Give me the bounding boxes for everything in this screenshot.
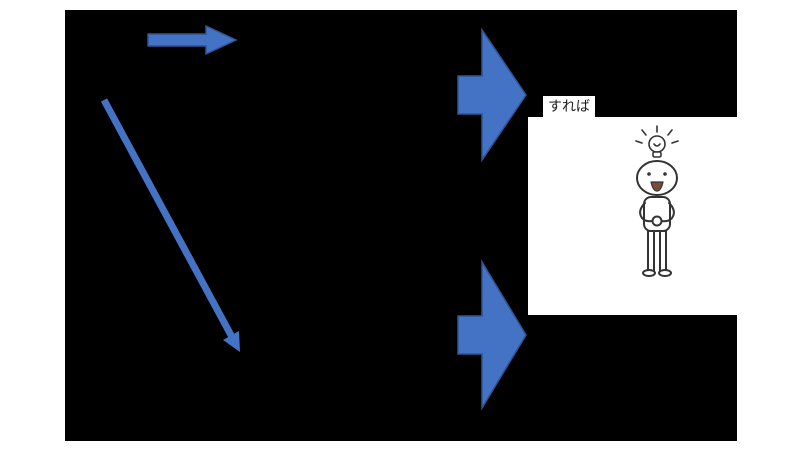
left-foot <box>642 269 656 277</box>
left-arm <box>639 202 654 223</box>
open-mouth <box>650 181 664 192</box>
partial-caption-text: すれば <box>543 96 595 118</box>
person-with-lightbulb-illustration <box>635 125 679 277</box>
idea-image-box <box>528 117 739 315</box>
block-arrow-top <box>457 27 527 163</box>
right-foot <box>658 269 672 277</box>
block-arrow-bottom <box>457 259 527 411</box>
head <box>636 160 678 196</box>
right-leg <box>659 230 667 272</box>
idea-lightbulb-icon <box>635 125 679 158</box>
left-leg <box>647 230 655 272</box>
small-right-arrow <box>147 24 238 56</box>
right-eye <box>663 172 667 176</box>
diagonal-arrow <box>100 98 240 352</box>
person-figure <box>636 160 678 277</box>
torso <box>643 196 671 232</box>
right-arm <box>660 202 675 223</box>
left-eye <box>647 172 651 176</box>
hands <box>651 215 663 227</box>
